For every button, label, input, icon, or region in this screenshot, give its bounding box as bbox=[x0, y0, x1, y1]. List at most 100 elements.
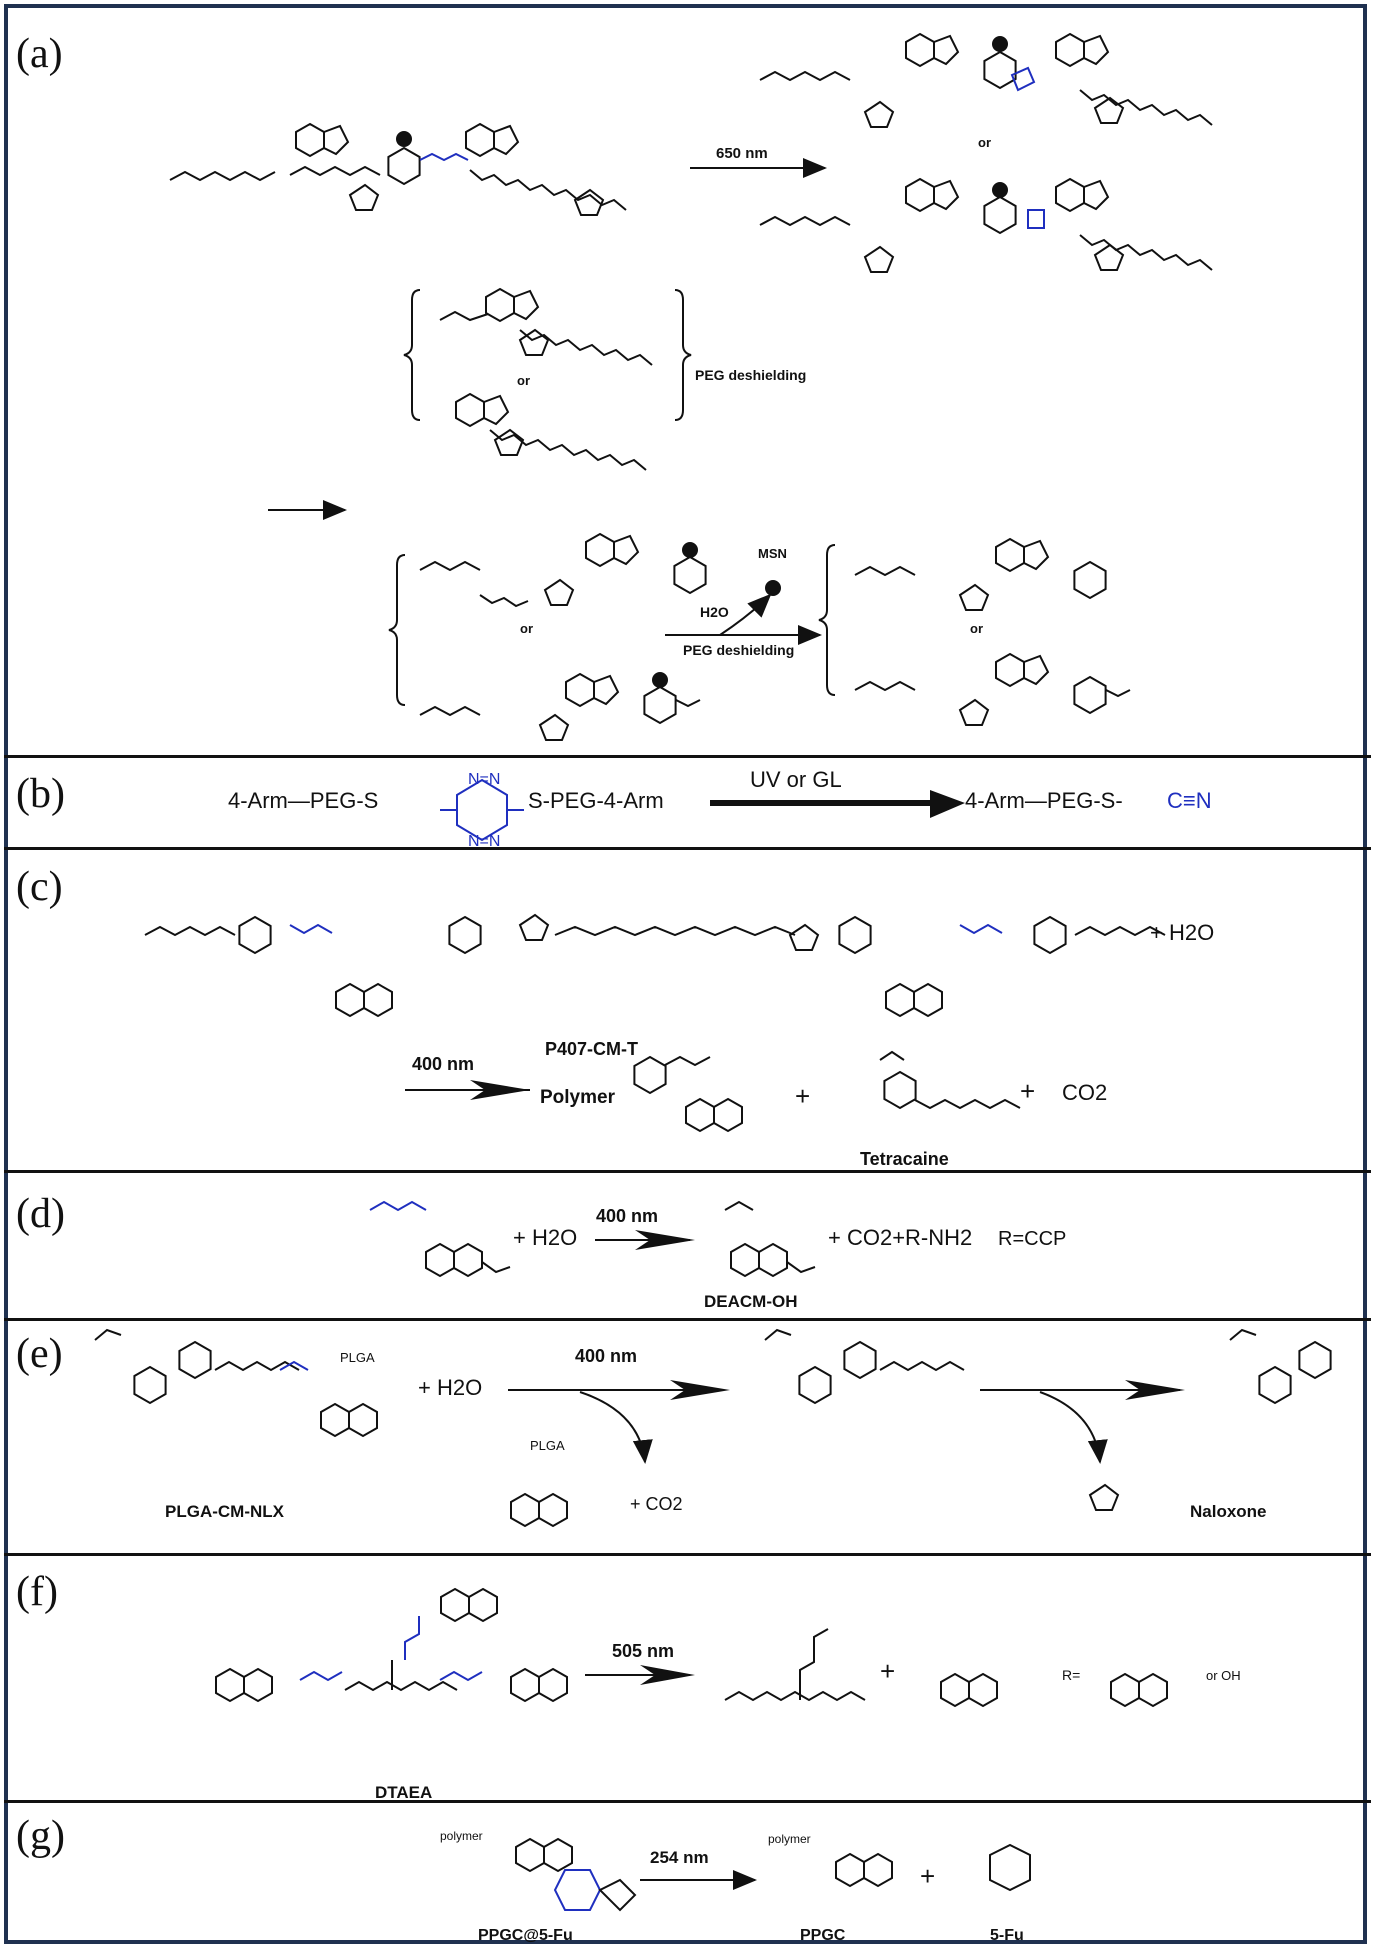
f-r-group bbox=[1110, 1673, 1168, 1707]
g-plus: + bbox=[920, 1861, 935, 1891]
e-wavelength: 400 nm bbox=[575, 1346, 637, 1366]
arrow-e-1-head bbox=[670, 1380, 730, 1400]
msn-dot-icon bbox=[396, 131, 412, 147]
f-or-oh: or OH bbox=[1206, 1668, 1241, 1683]
d-caged-coumarin bbox=[369, 1200, 511, 1277]
divider-a-b bbox=[4, 755, 1371, 758]
e-intermediate-structure bbox=[764, 1328, 965, 1404]
e-plga-tag-2: PLGA bbox=[530, 1438, 565, 1453]
d-deacm-oh-structure bbox=[724, 1200, 816, 1277]
b-reactant-right: S-PEG-4-Arm bbox=[528, 788, 664, 813]
divider-e-f bbox=[4, 1553, 1371, 1556]
label-peg-deshielding-2: PEG deshielding bbox=[683, 642, 794, 658]
aldehyde-cyanine-left bbox=[419, 672, 701, 741]
b-product-group: C≡N bbox=[1167, 788, 1212, 813]
panel-e-scheme: PLGA + H2O 400 nm PLGA + CO2 PLGA-CM-NLX… bbox=[94, 1328, 1332, 1527]
cyanine-reactant bbox=[169, 123, 627, 216]
label-or-top: or bbox=[978, 135, 991, 150]
panel-label-b: (b) bbox=[16, 771, 65, 817]
label-650nm: 650 nm bbox=[716, 145, 768, 162]
ketone-cyanine-left bbox=[419, 533, 707, 608]
g-polymer-tag-1: polymer bbox=[440, 1829, 483, 1843]
msn-dot-icon bbox=[992, 182, 1008, 198]
d-products: + CO2+R-NH2 bbox=[828, 1225, 972, 1250]
indolinone-fragment bbox=[455, 393, 647, 471]
label-or-mid: or bbox=[517, 373, 530, 388]
divider-f-g bbox=[4, 1800, 1371, 1803]
arrow-d-head bbox=[635, 1230, 695, 1250]
divider-c-d bbox=[4, 1170, 1371, 1173]
e-plga-tag: PLGA bbox=[340, 1350, 375, 1365]
panel-a-scheme: 650 nm or bbox=[169, 33, 1213, 741]
c-plus-2: + bbox=[1020, 1076, 1035, 1106]
g-polymer-tag-2: polymer bbox=[768, 1832, 811, 1846]
hydroxy-cyanine-right-2 bbox=[854, 653, 1131, 726]
f-coumarin-product bbox=[940, 1673, 998, 1707]
label-or-left: or bbox=[520, 621, 533, 636]
label-h2o-a: H2O bbox=[700, 604, 729, 620]
c-plus-1: + bbox=[795, 1081, 810, 1111]
e-reactant-name: PLGA-CM-NLX bbox=[165, 1502, 285, 1521]
d-r-definition: R=CCP bbox=[998, 1228, 1066, 1250]
arrow-f-head bbox=[640, 1665, 695, 1685]
panel-label-g: (g) bbox=[16, 1813, 65, 1859]
hydroxy-cyanine-right-1 bbox=[854, 538, 1107, 611]
msn-dot-icon bbox=[682, 542, 698, 558]
label-msn: MSN bbox=[758, 546, 787, 561]
d-wavelength: 400 nm bbox=[596, 1206, 658, 1226]
arrow-e-2-head bbox=[1125, 1380, 1185, 1400]
e-co2: + CO2 bbox=[630, 1494, 683, 1514]
msn-dot-icon bbox=[992, 36, 1008, 52]
panel-b-scheme: 4-Arm—PEG-S N=N N=N S-PEG-4-Arm UV or GL… bbox=[228, 767, 1212, 850]
arrow-c-400nm-head bbox=[470, 1080, 530, 1100]
f-r-definition: R= bbox=[1062, 1667, 1080, 1683]
p407-cm-t-structure bbox=[144, 913, 1166, 1017]
label-peg-deshielding: PEG deshielding bbox=[695, 367, 806, 383]
b-product: 4-Arm—PEG-S- bbox=[965, 788, 1123, 813]
e-urea-byproduct bbox=[1088, 1483, 1120, 1511]
g-ppgc-5fu-structure bbox=[515, 1838, 637, 1912]
g-5fu-structure bbox=[989, 1843, 1031, 1892]
tetrazine-ring: N=N N=N bbox=[440, 771, 524, 850]
b-condition: UV or GL bbox=[750, 767, 842, 792]
c-co2: CO2 bbox=[1062, 1080, 1107, 1105]
g-ppgc-structure bbox=[835, 1853, 893, 1887]
b-reactant-left: 4-Arm—PEG-S bbox=[228, 788, 378, 813]
d-plus-h2o: + H2O bbox=[513, 1225, 577, 1250]
c-compound-name: P407-CM-T bbox=[545, 1039, 638, 1059]
panel-label-d: (d) bbox=[16, 1191, 65, 1237]
f-amine-product bbox=[724, 1628, 866, 1702]
f-wavelength: 505 nm bbox=[612, 1641, 674, 1661]
f-plus: + bbox=[880, 1656, 895, 1686]
c-plus-h2o: + H2O bbox=[1150, 920, 1214, 945]
msn-dot-icon bbox=[652, 672, 668, 688]
label-or-right: or bbox=[970, 621, 983, 636]
svg-text:N=N: N=N bbox=[468, 771, 500, 788]
panel-f-scheme: DTAEA 505 nm + R= or OH bbox=[215, 1588, 1241, 1802]
msn-dot-icon bbox=[765, 580, 781, 596]
panel-label-a: (a) bbox=[16, 31, 63, 77]
e-released-coumarin: PLGA bbox=[510, 1438, 568, 1527]
panel-d-scheme: + H2O 400 nm + CO2+R-NH2 R=CCP DEACM-OH bbox=[369, 1200, 1066, 1311]
indole-aldehyde-fragment bbox=[439, 288, 653, 366]
panel-label-f: (f) bbox=[16, 1569, 58, 1615]
c-tetracaine-structure bbox=[879, 1050, 1021, 1110]
panel-label-c: (c) bbox=[16, 864, 63, 910]
dioxetane-product-2 bbox=[759, 178, 1213, 273]
divider-b-c bbox=[4, 847, 1371, 850]
dioxetane-product-1 bbox=[759, 33, 1213, 128]
g-product1-name: PPGC bbox=[800, 1927, 846, 1944]
panel-c-scheme: + H2O P407-CM-T 400 nm Polymer + Tetraca… bbox=[144, 913, 1214, 1169]
c-coumarin-product bbox=[633, 1055, 743, 1132]
e-plga-cm-nlx-structure: PLGA bbox=[94, 1328, 378, 1437]
c-polymer: Polymer bbox=[540, 1087, 616, 1108]
svg-text:N=N: N=N bbox=[468, 833, 500, 850]
g-wavelength: 254 nm bbox=[650, 1848, 709, 1867]
c-tetracaine-name: Tetracaine bbox=[860, 1149, 949, 1169]
c-wavelength: 400 nm bbox=[412, 1054, 474, 1074]
e-product-name: Naloxone bbox=[1190, 1502, 1267, 1521]
g-product2-name: 5-Fu bbox=[990, 1927, 1024, 1944]
panel-label-e: (e) bbox=[16, 1331, 63, 1377]
divider-d-e bbox=[4, 1318, 1371, 1321]
panel-g-scheme: polymer PPGC@5-Fu 254 nm polymer PPGC + … bbox=[440, 1829, 1031, 1944]
